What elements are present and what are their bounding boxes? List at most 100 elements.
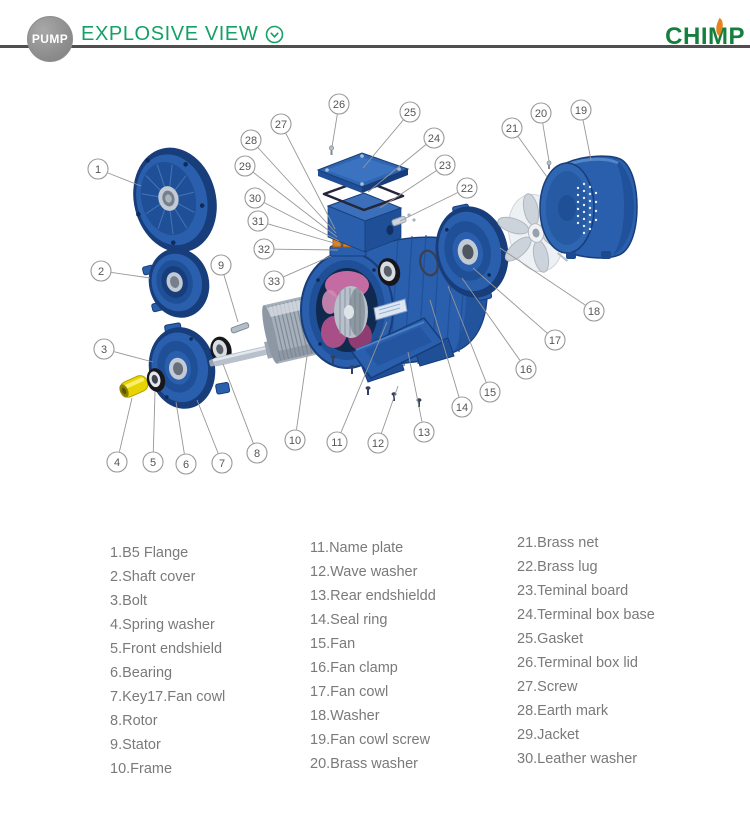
page-title-text: EXPLOSIVE VIEW [81,23,259,45]
leader-line-33 [283,255,332,278]
leader-line-30 [264,202,340,242]
callout-circle-7 [211,452,233,474]
callout-number-4: 4 [114,457,120,469]
callout-number-24: 24 [428,133,440,145]
callout-number-23: 23 [439,160,451,172]
callout-number-28: 28 [245,135,257,147]
callout-circle-6 [175,453,197,475]
pump-logo-badge: PUMP [27,16,73,62]
header-divider-line [0,45,750,48]
part-item: 5.Front endshield [110,641,223,657]
callout-circle-12 [367,432,389,454]
leader-line-29 [253,172,338,238]
callout-circle-10 [284,429,306,451]
spring-washer-key-part [119,375,149,398]
part-item: 29.Jacket [517,727,580,743]
callout-circle-21 [501,117,523,139]
part-item: 4.Spring washer [110,617,215,633]
callout-number-31: 31 [252,216,264,228]
callout-number-3: 3 [101,344,107,356]
part-item: 18.Washer [310,708,380,724]
callout-number-30: 30 [249,193,261,205]
callout-number-15: 15 [484,387,496,399]
callout-circle-27 [270,113,292,135]
leader-line-21 [517,136,548,178]
part-item: 20.Brass washer [310,756,418,772]
name-plate-part [373,298,408,321]
callout-circle-31 [247,210,269,232]
callout-number-1: 1 [95,164,101,176]
leader-line-5 [152,391,156,452]
part-item: 15.Fan [310,636,356,652]
part-item: 6.Bearing [110,665,173,681]
leader-line-24 [367,144,427,193]
shaft-cover-part [142,248,210,318]
leader-line-26 [331,114,338,148]
front-endshield-part [148,322,231,409]
part-item: 24.Terminal box base [517,607,655,623]
leader-line-1 [107,172,142,187]
pump-logo-text: PUMP [31,32,69,46]
leader-line-8 [222,363,254,444]
parts-list-column-3: 21.Brass net 22.Brass lug 23.Teminal board… [517,531,655,771]
callout-number-32: 32 [258,244,270,256]
callout-circle-8 [246,442,268,464]
part-item: 2.Shaft cover [110,569,196,585]
callout-number-16: 16 [520,364,532,376]
part-item: 3.Bolt [110,593,148,609]
leader-line-25 [362,119,404,169]
page-title: EXPLOSIVE VIEW [81,24,284,44]
leader-line-28 [257,147,337,234]
callout-circle-33 [263,270,285,292]
callout-circle-20 [530,102,552,124]
part-item: 22.Brass lug [517,559,598,575]
cowl-screw-part [546,160,552,169]
callout-circle-3 [93,338,115,360]
callout-circle-1 [87,158,109,180]
rear-bearing-part [377,258,401,286]
leader-line-12 [381,385,399,434]
callout-number-12: 12 [372,438,384,450]
callout-circle-23 [434,154,456,176]
callout-circle-9 [210,254,232,276]
callout-circle-24 [423,127,445,149]
callout-circle-4 [106,451,128,473]
leader-line-16 [461,277,521,361]
brand-logo-text: CHIMP [665,23,745,50]
callout-number-26: 26 [333,99,345,111]
callout-number-18: 18 [588,306,600,318]
b5-flange-part [133,147,217,253]
leader-line-6 [175,401,185,454]
callout-circle-25 [399,101,421,123]
leader-line-13 [407,351,423,422]
callout-number-14: 14 [456,402,468,414]
callout-circle-2 [90,260,112,282]
callout-number-27: 27 [275,119,287,131]
callout-number-6: 6 [183,459,189,471]
callout-number-8: 8 [254,448,260,460]
part-item: 23.Teminal board [517,583,629,599]
part-item: 8.Rotor [110,713,158,729]
callout-circle-17 [544,329,566,351]
callout-number-19: 19 [575,105,587,117]
fan-cowl-part [539,155,638,259]
callout-number-29: 29 [239,161,251,173]
callout-circle-16 [515,358,537,380]
callout-circle-15 [479,381,501,403]
callout-number-11: 11 [331,437,342,449]
key-strip-part [230,322,250,334]
part-item: 13.Rear endshieldd [310,588,436,604]
callout-circle-28 [240,129,262,151]
callout-number-17: 17 [549,335,561,347]
callout-number-33: 33 [268,276,280,288]
callout-number-5: 5 [150,457,156,469]
callout-circle-22 [456,177,478,199]
callout-circle-29 [234,155,256,177]
part-item: 26.Terminal box lid [517,655,638,671]
leader-line-14 [429,299,460,398]
callout-circle-32 [253,238,275,260]
part-item: 21.Brass net [517,535,599,551]
